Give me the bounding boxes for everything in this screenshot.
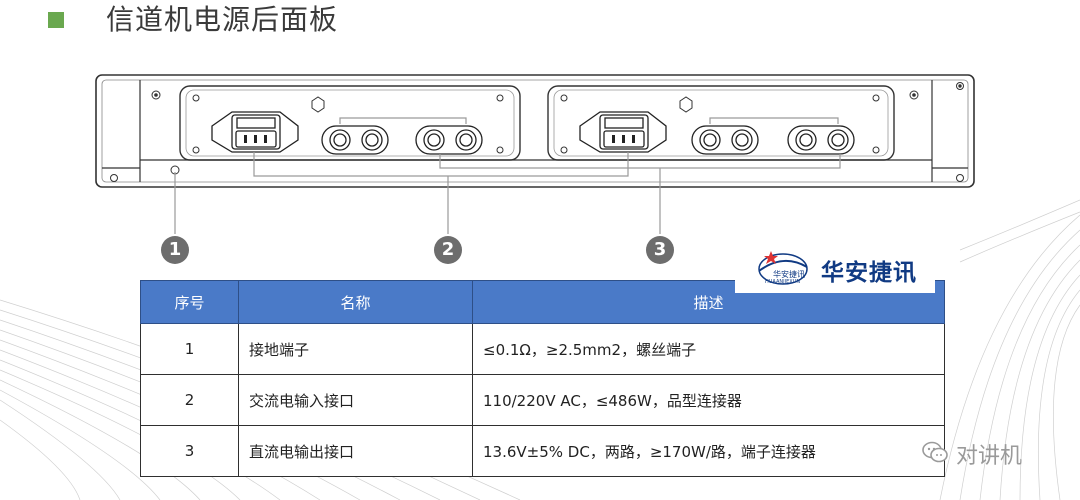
row-description: 110/220V AC，≤486W，品型连接器 — [472, 374, 945, 426]
table-row: 1 接地端子 ≤0.1Ω，≥2.5mm2，螺丝端子 — [140, 323, 945, 375]
header-index: 序号 — [140, 280, 239, 324]
wechat-icon — [922, 441, 948, 463]
watermark-text: 对讲机 — [956, 444, 1023, 469]
page-title: 信道机电源后面板 — [106, 3, 339, 36]
table-row: 2 交流电输入接口 110/220V AC，≤486W，品型连接器 — [140, 374, 945, 426]
title-bullet — [48, 12, 64, 28]
logo-en-text: HUAANJIEXUN — [765, 279, 801, 285]
row-name: 直流电输出接口 — [238, 425, 473, 477]
row-index: 2 — [140, 374, 239, 426]
spec-table: 序号 名称 描述 1 接地端子 ≤0.1Ω，≥2.5mm2，螺丝端子 2 交流电… — [140, 280, 945, 477]
row-description: 13.6V±5% DC，两路，≥170W/路，端子连接器 — [472, 425, 945, 477]
row-description: ≤0.1Ω，≥2.5mm2，螺丝端子 — [472, 323, 945, 375]
callout-1: 1 — [161, 236, 189, 264]
row-name: 交流电输入接口 — [238, 374, 473, 426]
wechat-watermark: 对讲机 — [922, 436, 1052, 470]
row-name: 接地端子 — [238, 323, 473, 375]
logo-emblem-icon — [758, 251, 808, 285]
callout-2: 2 — [434, 236, 462, 264]
table-row: 3 直流电输出接口 13.6V±5% DC，两路，≥170W/路，端子连接器 — [140, 425, 945, 477]
brand-logo: 华安捷讯 HUAANJIEXUN 华安捷讯 — [735, 243, 935, 293]
row-index: 3 — [140, 425, 239, 477]
brand-name: 华安捷讯 — [821, 260, 917, 286]
header-name: 名称 — [238, 280, 473, 324]
row-index: 1 — [140, 323, 239, 375]
callout-3: 3 — [646, 236, 674, 264]
logo-cn-text: 华安捷讯 — [773, 270, 805, 279]
